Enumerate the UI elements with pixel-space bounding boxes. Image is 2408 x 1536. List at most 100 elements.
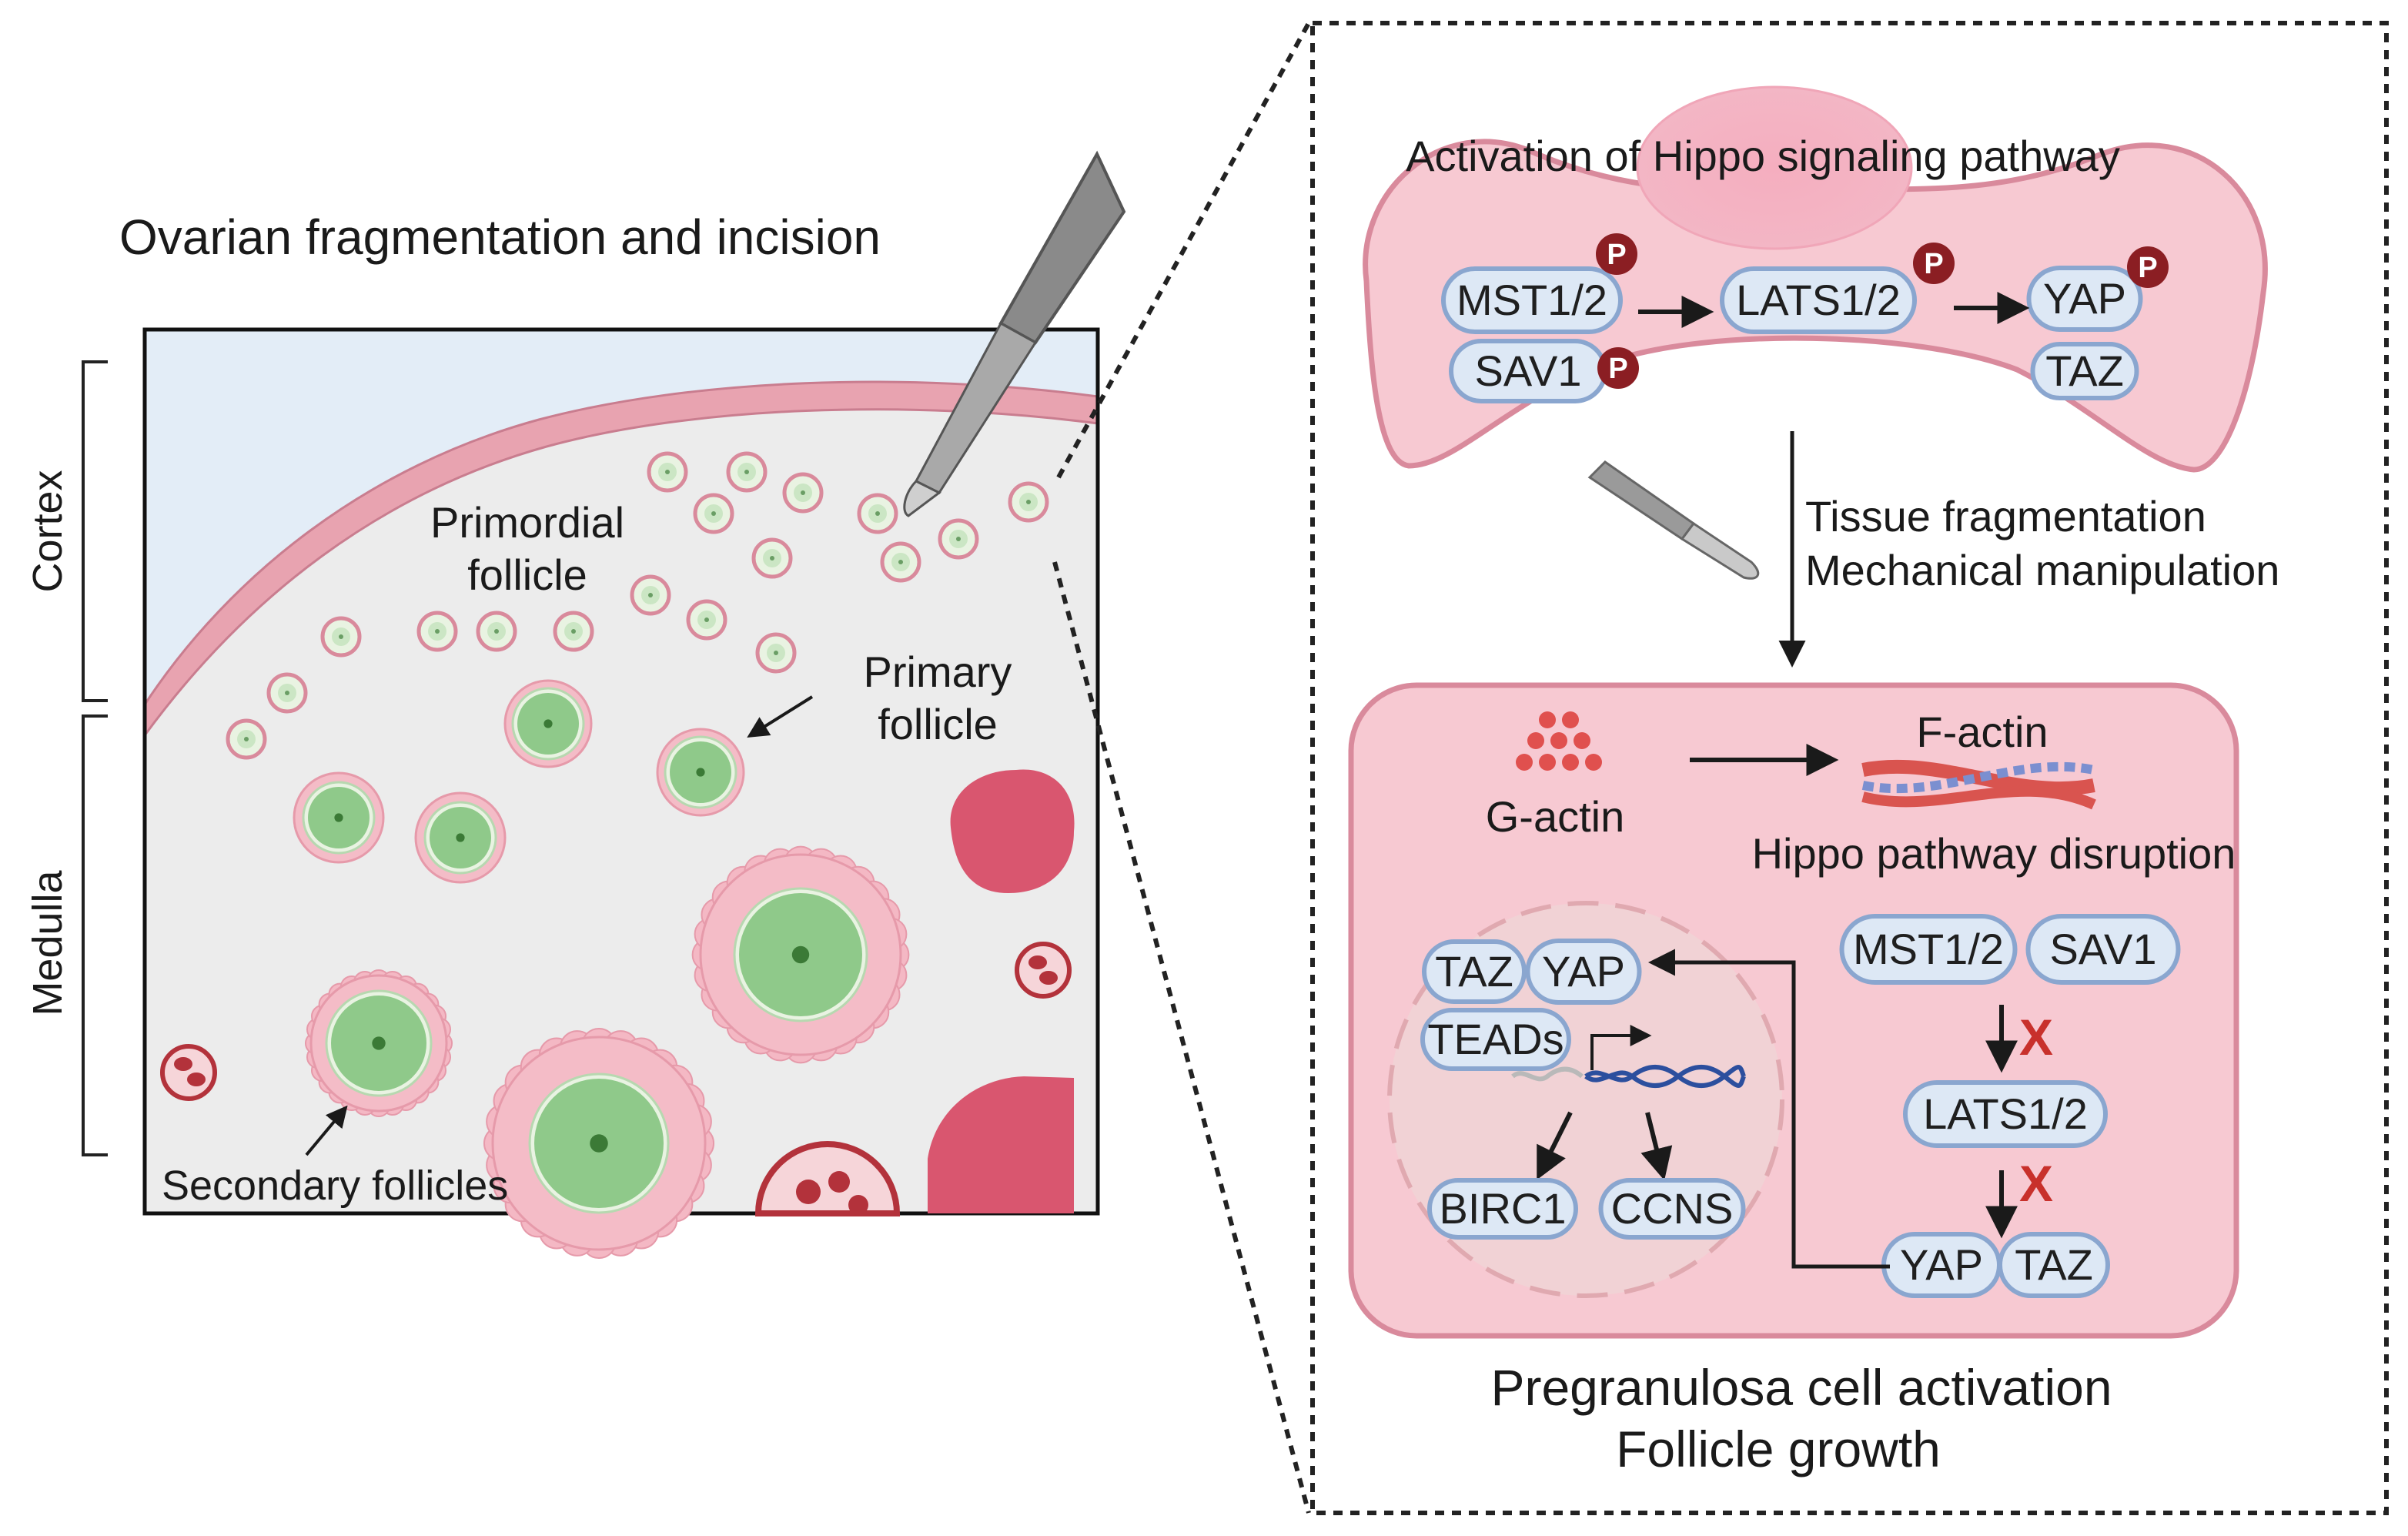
primordial-label-line2: follicle: [467, 550, 587, 599]
transition-line2: Mechanical manipulation: [1805, 546, 2279, 594]
medulla-label: Medulla: [25, 869, 71, 1016]
growing-follicles: [293, 679, 910, 1260]
taz-pill: TAZ: [2030, 342, 2139, 400]
ccns-pill-label: CCNS: [1611, 1184, 1734, 1233]
phosphate-icon: P: [1913, 243, 1955, 284]
teads-pill-label: TEADs: [1427, 1015, 1564, 1063]
lats-pill-off: LATS1/2: [1903, 1080, 2108, 1148]
primordial-follicle: [755, 632, 797, 674]
nuclear-taz-pill: TAZ: [1422, 939, 1527, 1004]
to-birc1-arrow: [1537, 1111, 1573, 1180]
primary-label-line1: Primary: [864, 648, 1012, 696]
f-actin-icon: [1861, 759, 2096, 810]
transition-line1: Tissue fragmentation: [1805, 492, 2206, 540]
yap-pill-label: YAP: [2043, 274, 2126, 323]
mst-pill: MST1/2: [1441, 266, 1623, 334]
phosphate-icon: P: [2127, 246, 2169, 288]
cortex-label: Cortex: [25, 470, 71, 592]
taz-pill-off-label: TAZ: [2015, 1240, 2093, 1289]
outcome-line2: Follicle growth: [1616, 1421, 1941, 1477]
taz-pill-off: TAZ: [1998, 1232, 2110, 1298]
nuclear-taz-pill-label: TAZ: [1435, 947, 1513, 996]
yap-pill: YAP: [2026, 266, 2143, 332]
primary-follicle: [656, 728, 745, 817]
cortex-bracket: [82, 360, 108, 702]
primary-follicle: [503, 679, 593, 768]
block-mark-2: X: [2019, 1155, 2053, 1212]
scalpel-icon: [903, 150, 1126, 517]
secondary-follicle: [304, 969, 453, 1118]
mst-pill-off: MST1/2: [1839, 914, 2018, 985]
secondary-label: Secondary follicles: [162, 1163, 508, 1209]
primary-follicle: [293, 771, 385, 864]
nuclear-yap-pill: YAP: [1525, 939, 1642, 1005]
primordial-follicle: [751, 537, 793, 579]
yap-pill-off-label: YAP: [1900, 1240, 1983, 1289]
svg-text:P: P: [1608, 353, 1627, 385]
primordial-follicles: [226, 451, 1049, 760]
g-actin-label: G-actin: [1486, 792, 1625, 841]
primordial-follicle: [726, 451, 768, 493]
teads-pill: TEADs: [1420, 1008, 1571, 1071]
primordial-follicle: [693, 493, 734, 534]
primordial-follicle: [416, 611, 458, 652]
phosphate-icon: P: [1597, 347, 1639, 389]
zoom-line-bottom: [1052, 561, 1311, 1514]
outcome-line1: Pregranulosa cell activation: [1490, 1359, 2112, 1416]
primordial-label-line1: Primordial: [430, 498, 624, 547]
mst-pill-off-label: MST1/2: [1853, 925, 2004, 973]
primordial-follicle: [857, 493, 898, 534]
birc1-pill-label: BIRC1: [1440, 1184, 1567, 1233]
lats-pill: LATS1/2: [1720, 266, 1917, 334]
sav-pill-label: SAV1: [1474, 346, 1581, 395]
disruption-label: Hippo pathway disruption: [1752, 829, 2236, 878]
nucleus: [1636, 85, 1913, 250]
corpus-clusters: [928, 769, 1075, 1213]
nuclear-yap-pill-label: YAP: [1542, 947, 1625, 996]
primordial-follicle: [320, 616, 362, 658]
secondary-follicle: [691, 845, 910, 1064]
sav-pill: SAV1: [1449, 339, 1607, 403]
to-ccns-arrow: [1640, 1112, 1673, 1181]
secondary-arrow: [305, 1105, 348, 1156]
primordial-follicle: [630, 574, 671, 616]
primordial-follicle: [1008, 481, 1049, 523]
primordial-follicle: [782, 472, 824, 514]
g-actin-icon: [1516, 711, 1602, 771]
primordial-follicle: [686, 599, 727, 641]
taz-pill-label: TAZ: [2045, 346, 2124, 395]
svg-text:P: P: [1607, 239, 1626, 271]
dna-icon: [1511, 1025, 1746, 1088]
primordial-follicle: [266, 672, 308, 714]
small-scalpel-icon: [1587, 460, 1760, 580]
primary-follicle: [414, 791, 507, 884]
left-panel-title: Ovarian fragmentation and incision: [119, 209, 881, 265]
primary-label-line2: follicle: [878, 700, 998, 748]
sav-pill-off: SAV1: [2025, 914, 2181, 985]
primary-arrow: [747, 695, 814, 738]
primordial-follicle: [880, 541, 921, 583]
hippo-on-title: Activation of Hippo signaling pathway: [1406, 132, 2120, 180]
ccns-pill: CCNS: [1598, 1178, 1746, 1240]
primordial-follicle: [647, 451, 688, 493]
block-mark-1: X: [2019, 1009, 2053, 1066]
lats-pill-label: LATS1/2: [1736, 276, 1901, 324]
lats-pill-off-label: LATS1/2: [1923, 1089, 2088, 1138]
yap-translocation-arrow: [1648, 949, 1890, 1269]
sav-pill-off-label: SAV1: [2049, 925, 2156, 973]
blood-cells: [160, 942, 1072, 1216]
svg-text:P: P: [1924, 248, 1943, 280]
mst-pill-label: MST1/2: [1457, 276, 1607, 324]
svg-text:P: P: [2138, 252, 2157, 284]
birc1-pill: BIRC1: [1427, 1178, 1578, 1240]
f-actin-label: F-actin: [1916, 708, 2048, 756]
secondary-follicle: [483, 1027, 715, 1260]
primordial-follicle: [476, 611, 517, 652]
yap-pill-off: YAP: [1881, 1232, 2002, 1298]
phosphate-icon: P: [1596, 233, 1637, 275]
primordial-follicle: [553, 611, 594, 652]
zoom-frame: [1310, 21, 2389, 1515]
